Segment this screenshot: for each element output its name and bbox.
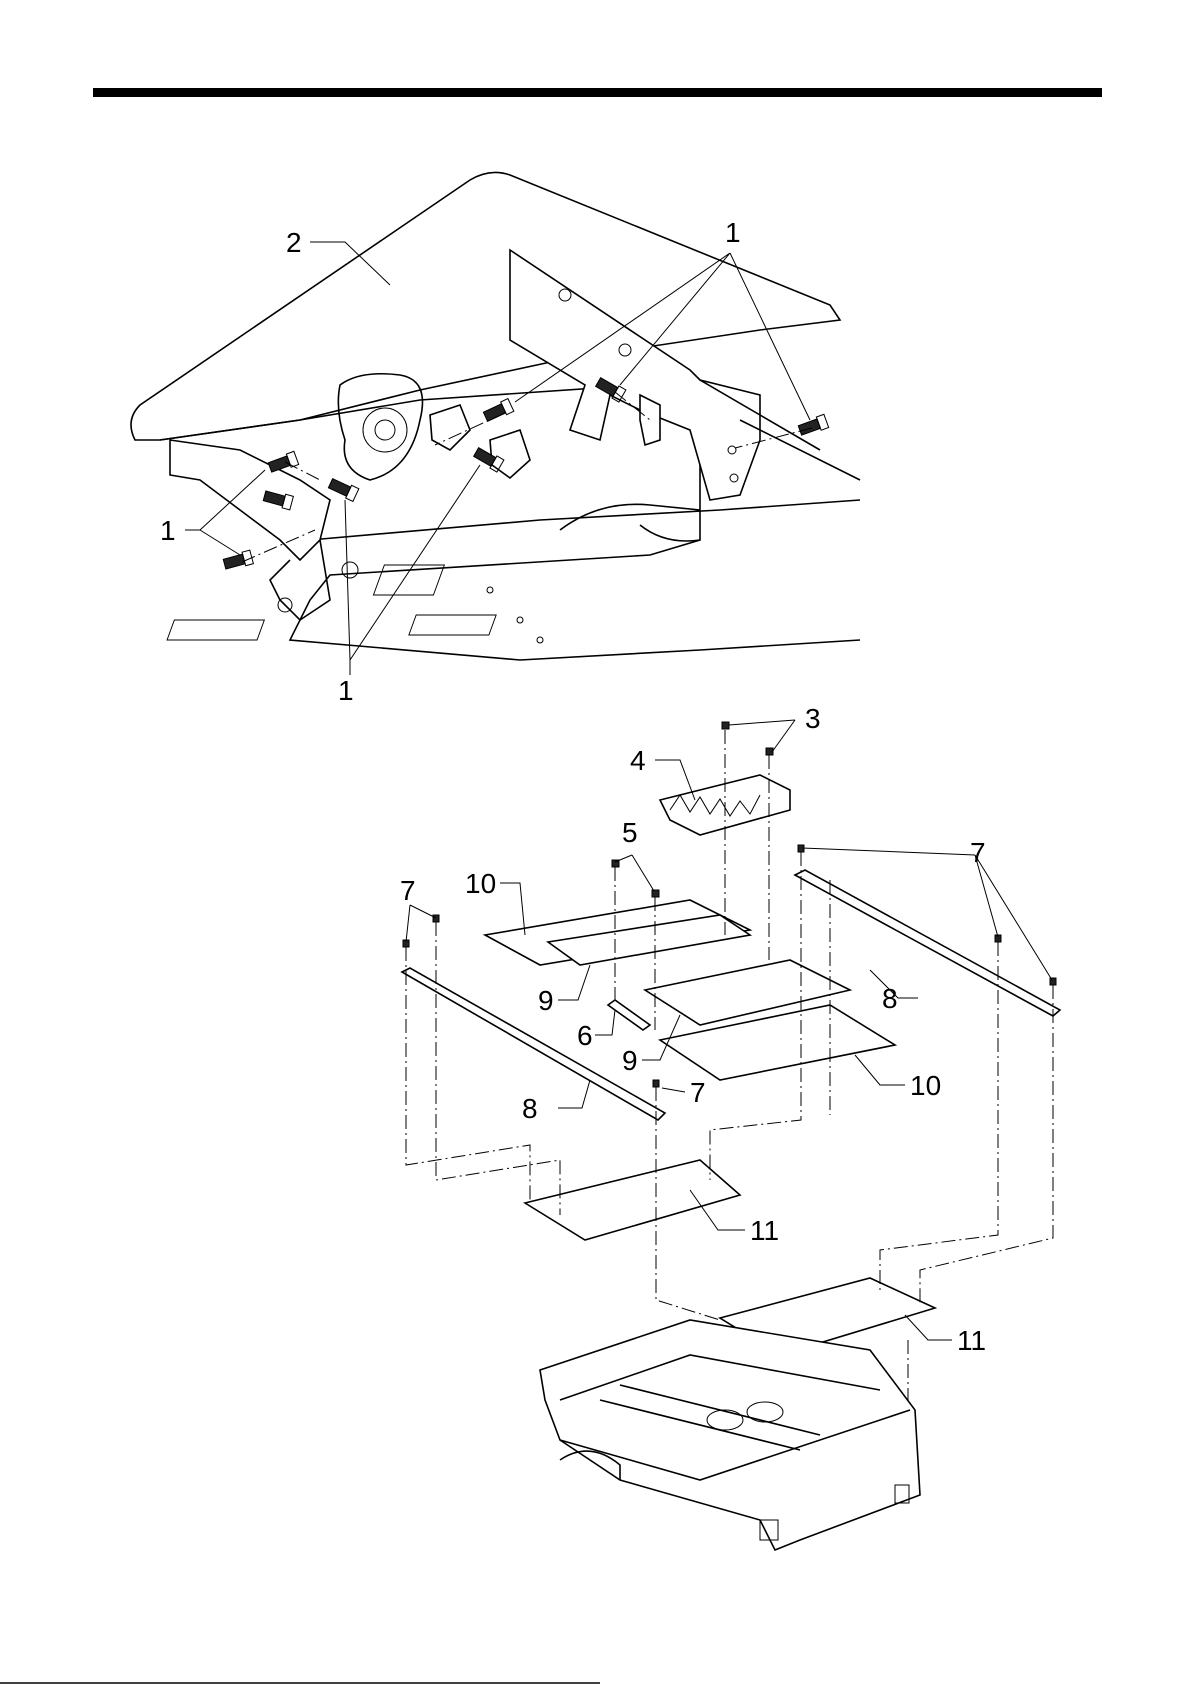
callout-10-right: 10 [910,1070,941,1101]
callout-7-right: 7 [970,837,986,868]
left-bracket [170,440,330,560]
screw-5b [652,890,659,897]
callout-1-left: 1 [160,515,176,546]
screw-7b [433,915,439,922]
plate-11-left [525,1160,740,1240]
callout-7-left: 7 [400,875,416,906]
callout-9-left: 9 [538,985,554,1016]
lower-assembly [402,722,1060,1550]
upper-assembly [131,172,860,660]
callout-8-right: 8 [882,983,898,1014]
header-rule [93,88,1102,97]
callout-1-bottom: 1 [338,675,354,706]
callout-11-top: 11 [750,1215,779,1246]
callout-1-top: 1 [725,217,741,248]
screw-7c [653,1080,659,1087]
callout-10-left: 10 [465,868,496,899]
callout-11-bottom: 11 [957,1325,986,1356]
callout-2: 2 [286,227,302,258]
callout-3: 3 [805,703,821,734]
callout-5: 5 [622,817,638,848]
callout-8-left: 8 [522,1093,538,1124]
callout-7-mid: 7 [690,1077,706,1108]
screw-3a [722,722,729,729]
callout-4: 4 [630,745,646,776]
callout-9-right: 9 [622,1045,638,1076]
callout-6: 6 [577,1020,593,1051]
base-frame [540,1320,920,1550]
